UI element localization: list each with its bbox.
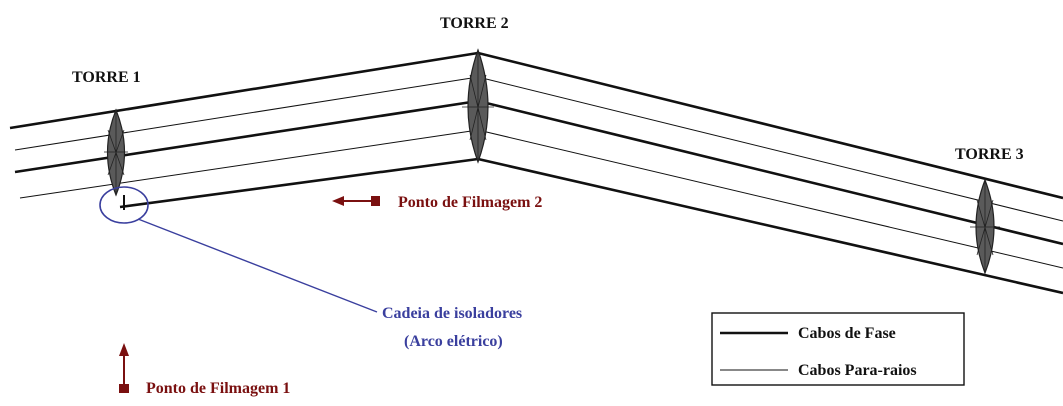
phase-cable [14,99,479,174]
tower-1-label: TORRE 1 [72,69,141,86]
filming-point-1-marker: Ponto de Filmagem 1 [119,343,290,397]
camera-square-icon [371,196,380,206]
legend-box [711,312,965,386]
arrow-up-icon [119,343,129,356]
cables [9,51,1063,295]
phase-cable [9,51,479,130]
tower-2-label: TORRE 2 [440,15,509,32]
shield-cable [14,76,479,151]
shield-cable [19,129,479,199]
insulator-chain-callout: Cadeia de isoladores (Arco elétrico) [99,186,522,350]
shield-cable [477,129,1063,269]
filming-point-2-marker: Ponto de Filmagem 2 [332,194,542,211]
tower-1 [104,108,128,210]
arrow-left-icon [332,196,344,206]
shield-cable [477,76,1063,222]
legend-shield-label: Cabos Para-raios [798,362,917,379]
phase-cable [119,157,479,209]
camera-square-icon [119,384,129,393]
legend: Cabos de Fase Cabos Para-raios [711,312,965,386]
insulator-chain-label: Cadeia de isoladores [382,305,522,322]
filming-point-1-label: Ponto de Filmagem 1 [146,380,290,397]
filming-point-2-label: Ponto de Filmagem 2 [398,194,542,211]
phase-cable [477,99,1063,246]
insulator-leader-line [137,218,378,313]
insulator-highlight-circle [99,186,149,224]
tower-2 [462,48,494,164]
tower-3 [970,178,1000,275]
electric-arc-label: (Arco elétrico) [404,333,503,350]
tower-3-label: TORRE 3 [955,146,1024,163]
phase-cable [477,157,1063,295]
phase-cable [477,51,1063,200]
legend-phase-label: Cabos de Fase [798,325,896,342]
